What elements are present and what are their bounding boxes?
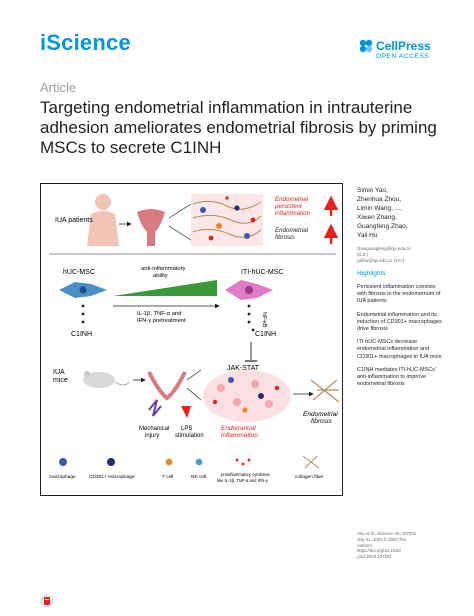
mechanical-injury-icon xyxy=(148,399,162,417)
huc-msc-cell-icon xyxy=(59,282,107,298)
email-link[interactable]: yalihu@nju.edu.cn (Y.H.) xyxy=(357,258,405,263)
lps-stimulation-icon xyxy=(181,406,191,418)
citation-line: Authors. xyxy=(357,542,374,548)
mouse-icon xyxy=(83,371,130,388)
nfkb-label: NF-κB xyxy=(261,312,267,328)
cd301-legend-icon xyxy=(107,458,115,466)
citation-line: July 21, 2023 © 2023 The xyxy=(357,536,407,542)
collagen-fibers-icon xyxy=(310,379,340,403)
collagen-legend-label: collagen fiber xyxy=(295,474,324,480)
mechanical-injury-label: Mechanical injury xyxy=(139,426,171,439)
author[interactable]: Limin Wang, ..., xyxy=(357,205,402,212)
article-type-label: Article xyxy=(40,80,77,95)
email-initials: (G.Z.) xyxy=(357,252,369,257)
article-sidebar: Simin Yao, Zhenhua Zhou, Limin Wang, ...… xyxy=(357,186,443,388)
endometrium-tissue-top xyxy=(191,194,263,246)
nk-cell-legend-label: NK cell xyxy=(191,474,206,480)
cellpress-logo-icon xyxy=(359,39,373,53)
persistent-inflammation-label: Endometrial persistent inflammation xyxy=(274,196,311,217)
highlight-item: Persistent inflammation coexists with fi… xyxy=(357,284,441,305)
publisher-name: CellPress xyxy=(376,39,431,53)
author[interactable]: Xiwen Zhang, xyxy=(357,214,397,221)
mouse-uterus-icon xyxy=(147,371,187,401)
author-list: Simin Yao, Zhenhua Zhou, Limin Wang, ...… xyxy=(357,186,443,240)
email-link[interactable]: zhaoguangfeng@nju.edu.cn xyxy=(357,246,411,251)
article-title: Targeting endometrial inflammation in in… xyxy=(40,98,437,157)
macrophage-legend-icon xyxy=(59,458,67,466)
pretreatment-label: IL-1β, TNF-α and IFN-γ pretreatment xyxy=(137,311,186,324)
patient-figure-icon xyxy=(87,194,119,246)
secretion-dots-right xyxy=(247,304,255,332)
legend: macrophage CD301+ macrophage T cell NK c… xyxy=(49,455,324,483)
t-cell-legend-icon xyxy=(165,458,173,466)
t-cell-legend-label: T cell xyxy=(162,474,173,480)
doi-link[interactable]: https://doi.org/10.1016/ xyxy=(357,548,401,554)
fibrosis-top-label: Endometrial fibrosis xyxy=(275,227,310,241)
cytokine-legend-label: proinflammatory cytokines like IL-1β, TN… xyxy=(217,472,271,483)
correspondence-emails: zhaoguangfeng@nju.edu.cn (G.Z.) yalihu@n… xyxy=(357,246,443,264)
author[interactable]: Zhenhua Zhou, xyxy=(357,196,402,203)
cytokine-legend-icon xyxy=(235,458,239,462)
check-updates-icon[interactable] xyxy=(40,594,54,608)
journal-logo: iScience xyxy=(40,30,131,55)
macrophage-legend-label: macrophage xyxy=(49,474,76,480)
lps-stimulation-label: LPS stimulation xyxy=(175,426,204,439)
cellpress-badge[interactable]: CellPress OPEN ACCESS xyxy=(358,38,438,64)
cd301-legend-label: CD301+ macrophage xyxy=(89,474,135,480)
highlight-item: Endometrial inflammation and its inducti… xyxy=(357,311,442,333)
author[interactable]: Simin Yao, xyxy=(357,187,388,194)
iua-mice-label: IUA mice xyxy=(53,369,68,384)
author[interactable]: Guangfeng Zhao, xyxy=(357,223,408,230)
iua-patients-label: IUA patients xyxy=(55,217,93,224)
graphical-abstract-diagram: IUA patients Endometrial persistent infl… xyxy=(49,194,340,483)
fibrosis-bottom-label: Endometrial fibrosis xyxy=(303,411,340,425)
collagen-legend-icon xyxy=(302,455,320,469)
anti-inflammatory-wedge xyxy=(113,280,217,296)
c1inh-right-label: C1INH xyxy=(255,331,276,338)
iua-patients-text: IUA patients xyxy=(55,217,93,224)
anti-inflammatory-label: anti-inflammatory ability xyxy=(141,266,187,279)
highlight-item: ITI-hUC-MSCs decrease endometrial inflam… xyxy=(357,339,442,360)
highlights-heading: Highlights xyxy=(357,270,386,277)
iti-huc-msc-label: ITI-hUC-MSC xyxy=(241,269,283,276)
huc-msc-label: hUC-MSC xyxy=(63,269,95,276)
c1inh-left-label: C1INH xyxy=(71,331,92,338)
secretion-dots-left xyxy=(81,304,85,324)
author[interactable]: Yali Hu xyxy=(357,232,378,239)
graphical-abstract: IUA patients Endometrial persistent infl… xyxy=(40,183,343,496)
nk-cell-legend-icon xyxy=(195,458,203,466)
iti-huc-msc-cell-icon xyxy=(225,280,273,300)
citation-line: Yao et al., iScience 26, 107201 xyxy=(357,531,417,536)
open-access-label: OPEN ACCESS xyxy=(376,53,430,60)
jak-stat-label: JAK-STAT xyxy=(227,365,260,372)
endometrial-inflammation-label: Endometrial inflammation xyxy=(221,425,258,439)
citation-block: Yao et al., iScience 26, 107201 July 21,… xyxy=(357,531,443,560)
inflamed-tissue-icon xyxy=(203,370,291,422)
highlight-item: C1INH mediates ITI-hUC-MSCs' anti-inflam… xyxy=(357,366,436,388)
uterus-icon xyxy=(137,209,165,246)
doi-link[interactable]: j.isci.2023.107201 xyxy=(357,554,392,560)
